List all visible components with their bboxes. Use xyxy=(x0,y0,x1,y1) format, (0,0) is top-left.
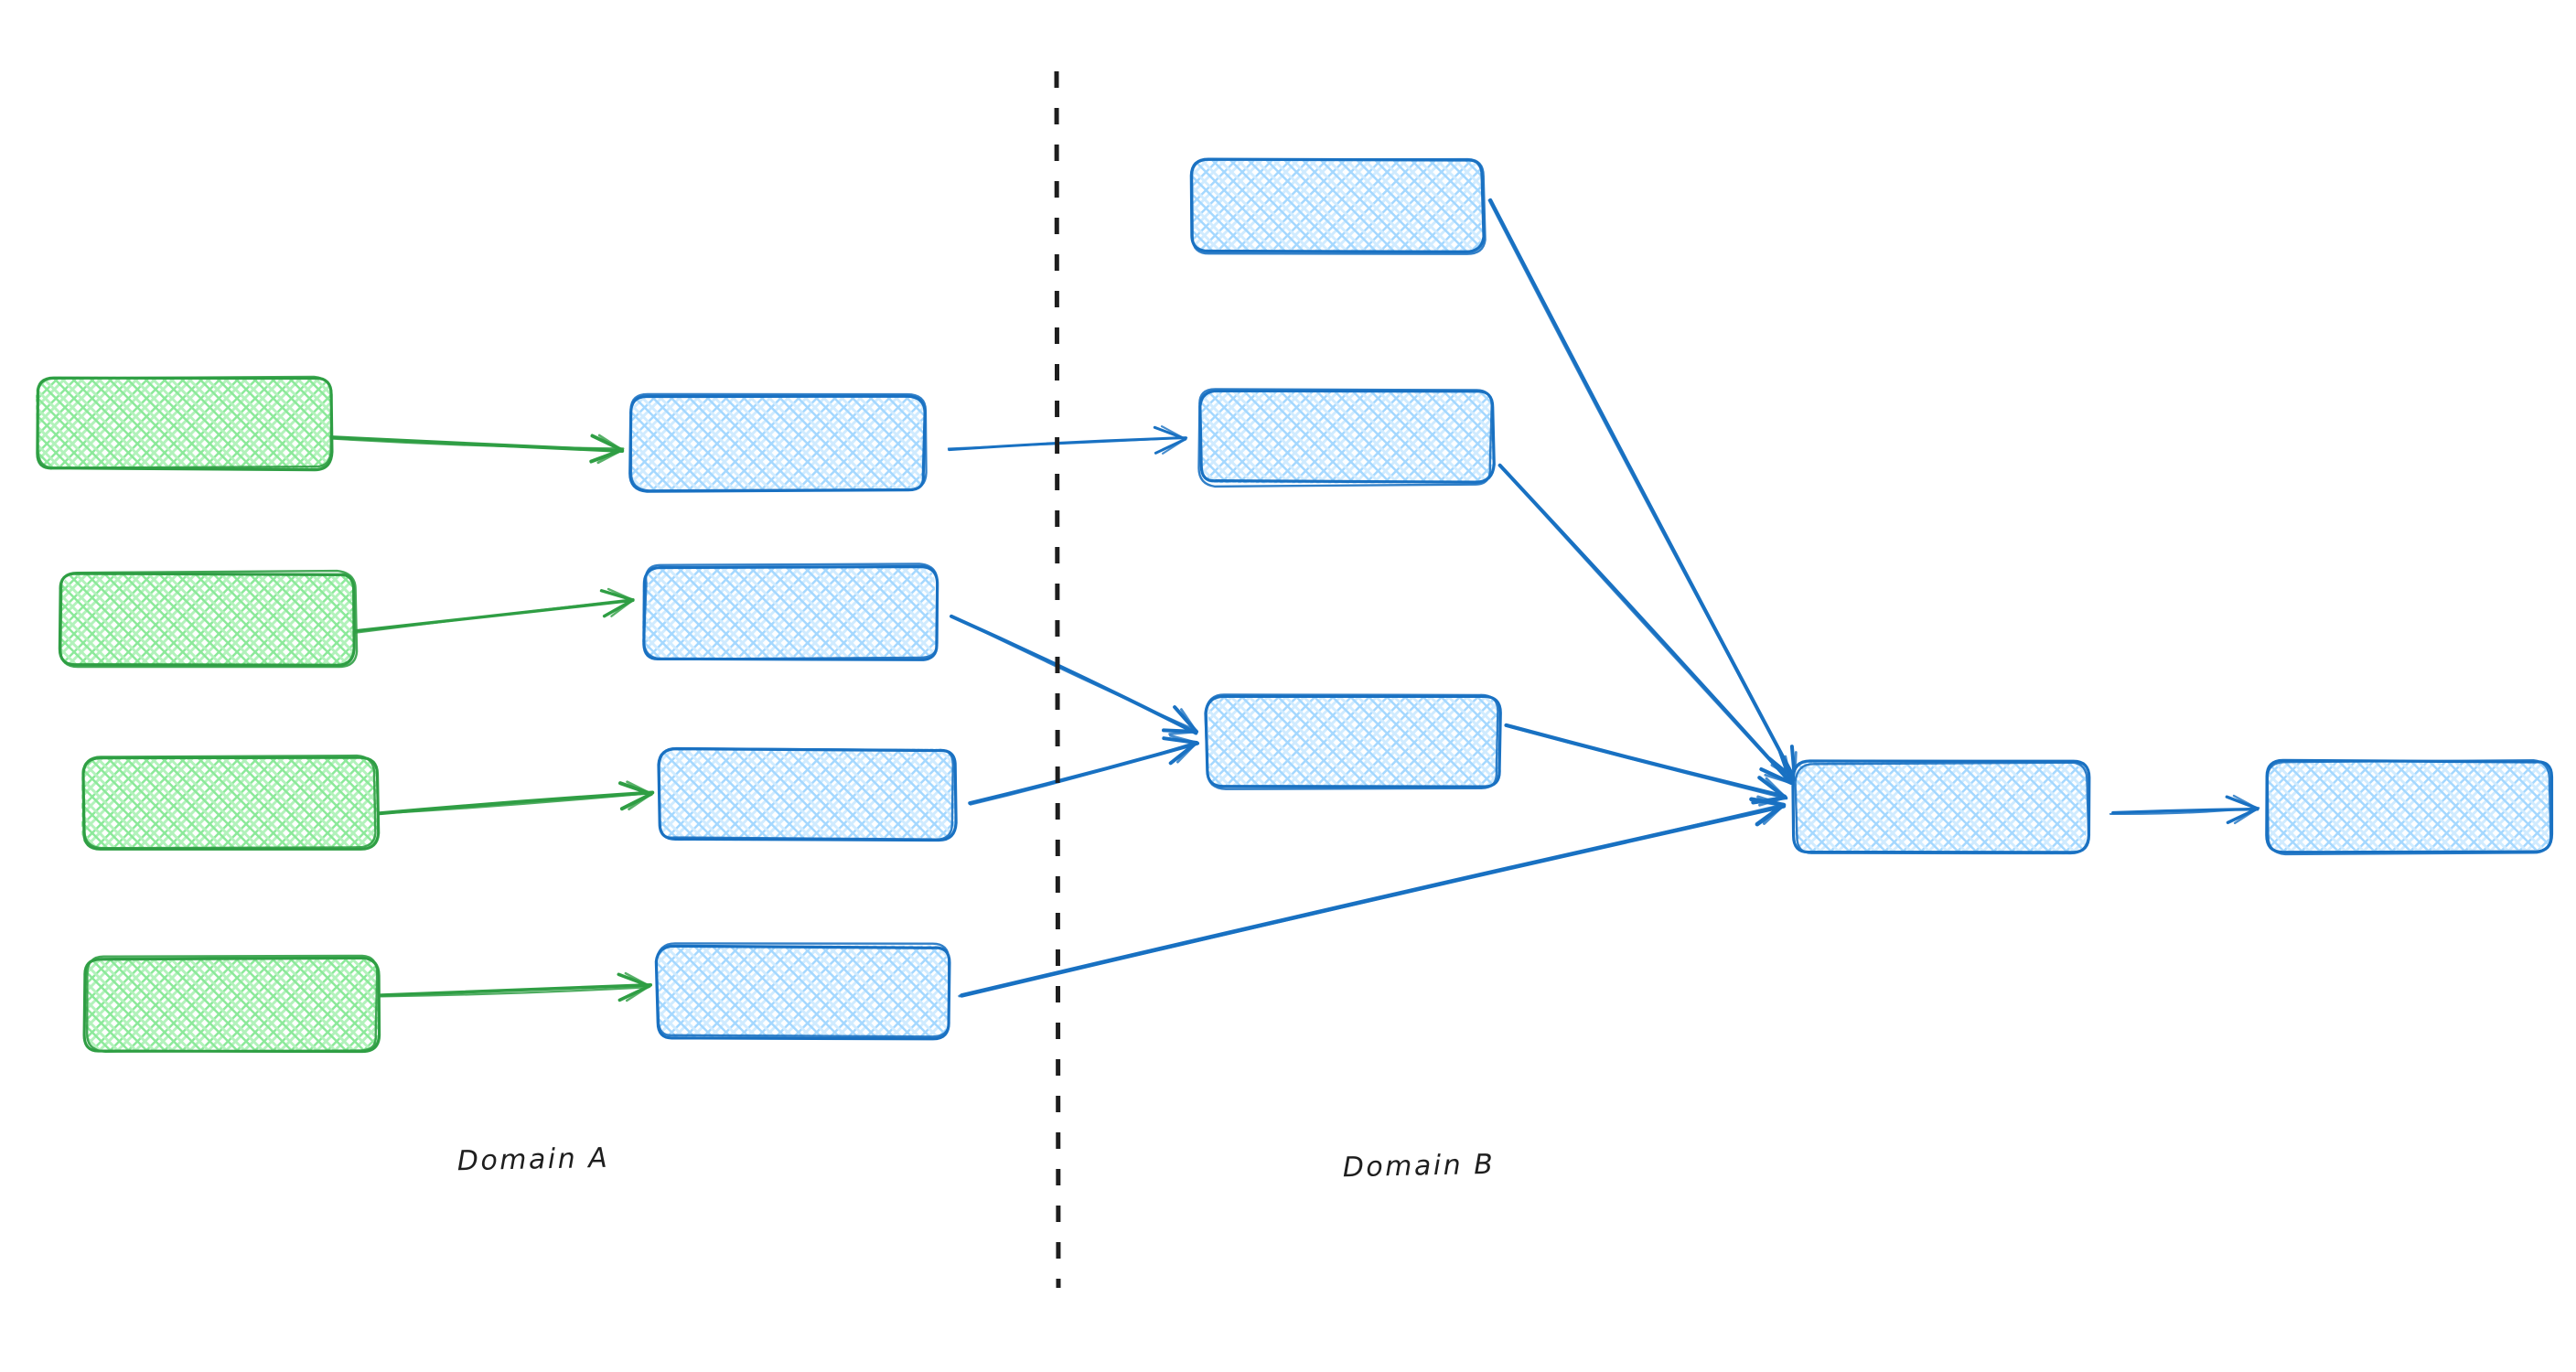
domain-divider xyxy=(1054,70,1061,1289)
node-b1[interactable] xyxy=(628,392,928,493)
node-a2[interactable] xyxy=(58,569,359,669)
node-a3[interactable] xyxy=(81,754,381,851)
nodes-layer xyxy=(36,157,2554,1054)
domain-b-label: Domain B xyxy=(1342,1148,1496,1184)
node-d1[interactable] xyxy=(1791,759,2091,855)
edge-a3-b3 xyxy=(374,780,655,816)
edge-c2-d1 xyxy=(1504,723,1788,807)
node-c0[interactable] xyxy=(1189,157,1487,255)
node-b3[interactable] xyxy=(657,746,958,842)
edge-b3-c2 xyxy=(968,734,1200,806)
node-b4[interactable] xyxy=(654,942,951,1041)
node-a1[interactable] xyxy=(36,375,334,472)
node-e1[interactable] xyxy=(2265,758,2554,856)
node-b2[interactable] xyxy=(642,563,939,661)
edge-b2-c2 xyxy=(949,614,1198,735)
edges-layer xyxy=(327,198,2260,1002)
node-c1[interactable] xyxy=(1197,388,1496,488)
edge-c1-d1 xyxy=(1497,463,1793,785)
edge-a1-b1 xyxy=(327,434,625,465)
edge-c0-d1 xyxy=(1487,198,1798,781)
edge-a2-b2 xyxy=(354,587,635,634)
node-c2[interactable] xyxy=(1204,693,1502,790)
domain-a-label: Domain A xyxy=(456,1142,610,1178)
edge-d1-e1 xyxy=(2109,794,2260,825)
edge-b4-d1 xyxy=(958,795,1787,998)
edge-b1-c1 xyxy=(947,425,1188,455)
edge-a4-b4 xyxy=(379,971,653,1002)
divider-layer xyxy=(1054,70,1061,1289)
node-a4[interactable] xyxy=(82,954,381,1054)
